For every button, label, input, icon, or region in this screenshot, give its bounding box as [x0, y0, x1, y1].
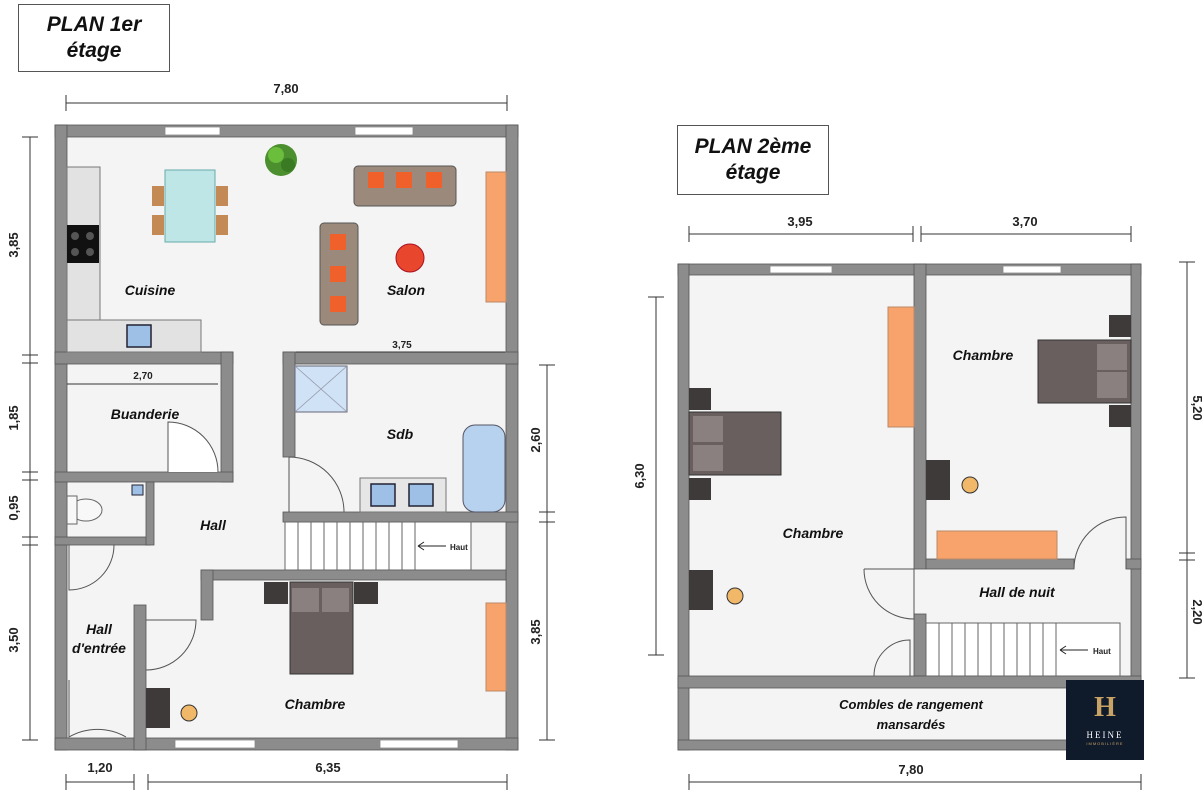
cooktop-icon — [67, 225, 99, 263]
dim-first-left-lower: 3,50 — [6, 627, 21, 652]
dim-second-left: 6,30 — [632, 463, 647, 488]
kitchen-sink-icon — [126, 324, 152, 348]
first-floor-title-line2: étage — [66, 39, 122, 62]
sofa-top-icon — [353, 165, 457, 207]
second-floor-title: PLAN 2ème étage — [677, 125, 829, 195]
logo-sub: IMMOBILIÈRE — [1086, 741, 1124, 746]
dim-second-top-right: 3,70 — [1012, 214, 1037, 229]
toilet-icon — [66, 495, 103, 525]
room-label-buanderie: Buanderie — [111, 406, 180, 422]
room-label-hall-entree-line1: Hall — [86, 621, 113, 637]
dim-first-bottom-right: 6,35 — [315, 760, 340, 775]
staircase-second-floor — [925, 622, 1121, 677]
bed-chambre-right-icon — [1037, 315, 1132, 427]
dim-second-bottom: 7,80 — [898, 762, 923, 777]
first-floor-windows — [164, 126, 459, 749]
room-label-sdb: Sdb — [387, 426, 414, 442]
dim-second-right-lower: 2,20 — [1190, 599, 1204, 624]
dim-first-right-sdb: 2,60 — [528, 427, 543, 452]
first-floor-plan: Cuisine Salon Buanderie Sdb Hall Hall d'… — [6, 81, 555, 790]
first-floor-title: PLAN 1er étage — [18, 4, 170, 72]
room-label-salon: Salon — [387, 282, 425, 298]
dining-table-icon — [152, 169, 228, 243]
second-floor-title-line2: étage — [725, 161, 781, 184]
sofa-left-icon — [319, 222, 359, 326]
room-label-chambre-left: Chambre — [783, 525, 844, 541]
dim-first-right-chambre: 3,85 — [528, 619, 543, 644]
dim-first-inner-sdb: 3,75 — [392, 340, 412, 351]
dresser-chambre-left-icon — [887, 306, 915, 428]
dim-first-left-buanderie: 1,85 — [6, 405, 21, 430]
dim-second-right-upper: 5,20 — [1190, 395, 1204, 420]
dim-first-top: 7,80 — [273, 81, 298, 96]
dim-first-left-wc: 0,95 — [6, 495, 21, 520]
dim-first-bottom-left: 1,20 — [87, 760, 112, 775]
first-floor-doors — [68, 421, 345, 738]
dresser-chambre-first-floor-icon — [485, 602, 507, 692]
heine-logo: H HEINE IMMOBILIÈRE — [1066, 680, 1144, 760]
stair-label-first-floor: Haut — [450, 543, 468, 552]
dim-first-inner-buanderie: 2,70 — [133, 371, 153, 382]
first-floor-dimension-lines — [22, 95, 555, 790]
wc-sink-icon — [131, 484, 144, 496]
second-floor-doors — [863, 516, 1127, 677]
second-floor-title-line1: PLAN 2ème — [694, 135, 812, 158]
kitchen-counter — [66, 166, 202, 353]
plant-icon — [265, 144, 297, 176]
staircase-first-floor — [284, 521, 472, 571]
room-label-combles-line2: mansardés — [877, 717, 946, 732]
dim-second-top-left: 3,95 — [787, 214, 812, 229]
double-sink-icon — [359, 477, 447, 513]
sideboard-salon-icon — [485, 171, 507, 303]
second-floor-dimension-lines — [648, 226, 1195, 790]
dresser-chambre-right-icon — [936, 530, 1058, 560]
bathtub-icon — [462, 424, 506, 513]
shower-icon — [294, 365, 348, 413]
bed-chambre-left-icon — [688, 388, 782, 500]
dim-first-left-upper: 3,85 — [6, 232, 21, 257]
second-floor-plan: Chambre Chambre Hall de nuit Combles de … — [632, 214, 1204, 790]
room-label-hall-nuit: Hall de nuit — [979, 584, 1056, 600]
second-floor-windows — [769, 265, 1062, 274]
room-label-hall-entree-line2: d'entrée — [72, 640, 126, 656]
room-label-combles-line1: Combles de rangement — [839, 697, 983, 712]
desk-chambre-left-icon — [689, 570, 744, 610]
second-floor-walls — [677, 263, 1142, 751]
bed-chambre-first-floor-icon — [264, 581, 378, 675]
first-floor-title-line1: PLAN 1er — [46, 13, 142, 36]
desk-first-floor-icon — [146, 688, 198, 728]
room-label-chambre-right: Chambre — [953, 347, 1014, 363]
room-label-cuisine: Cuisine — [125, 282, 176, 298]
desk-chambre-right-icon — [926, 460, 979, 500]
room-label-chambre-first-floor: Chambre — [285, 696, 346, 712]
logo-mark: H — [1094, 692, 1116, 723]
logo-name: HEINE — [1086, 730, 1124, 740]
stair-label-second-floor: Haut — [1093, 647, 1111, 656]
room-label-hall: Hall — [200, 517, 227, 533]
round-table-icon — [395, 243, 425, 273]
